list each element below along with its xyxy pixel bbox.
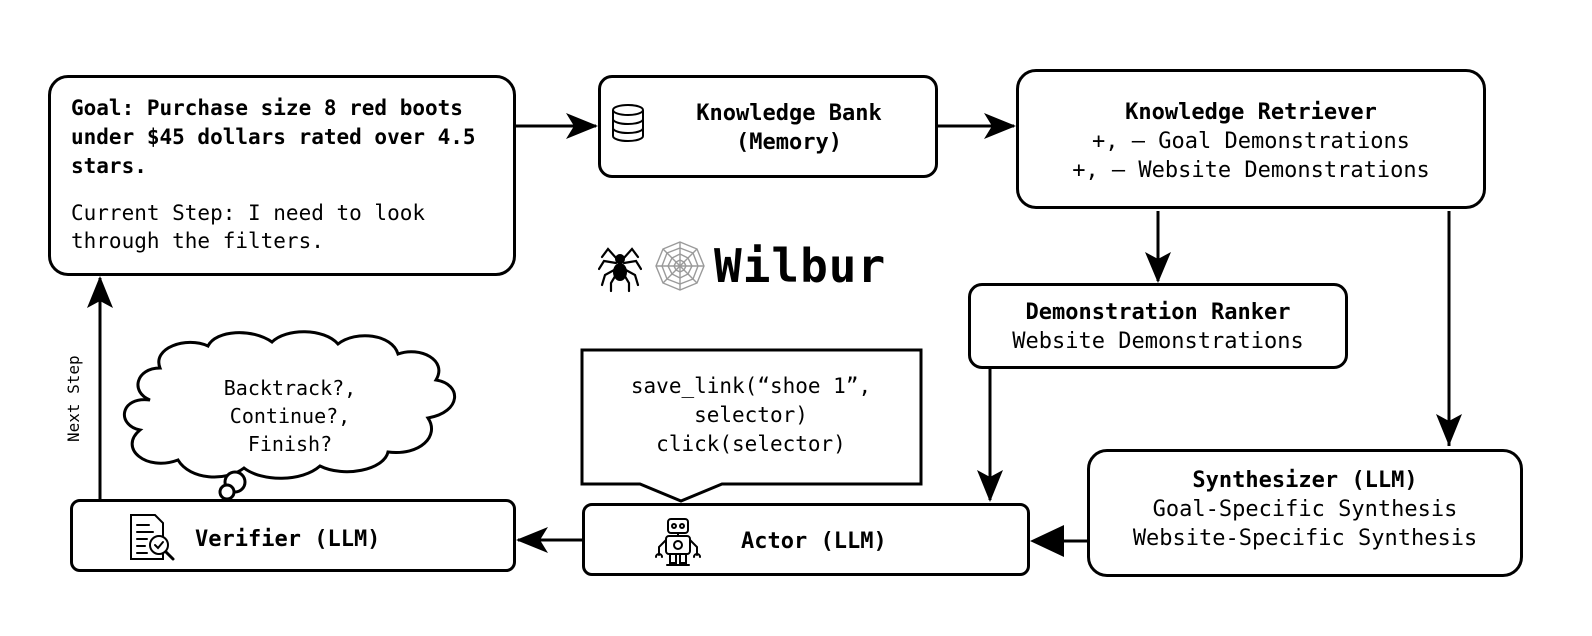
wilbur-brand: Wilbur	[598, 234, 886, 298]
knowledge-bank-box: Knowledge Bank (Memory)	[598, 75, 938, 178]
goal-demonstrations-text: +, – Goal Demonstrations	[1092, 129, 1410, 154]
synthesizer-title: Synthesizer (LLM)	[1192, 468, 1418, 493]
actor-label: Actor (LLM)	[741, 529, 887, 554]
website-specific-synthesis-text: Website-Specific Synthesis	[1132, 526, 1478, 551]
current-step-text: Current Step: I need to look through the…	[71, 201, 426, 253]
knowledge-bank-title: Knowledge Bank	[696, 101, 882, 126]
speech-line: selector)	[694, 403, 808, 427]
actor-speech-text: save_link(“shoe 1”, selector) click(sele…	[586, 372, 916, 459]
robot-icon	[655, 518, 701, 566]
actor-speech-bubble	[580, 348, 923, 503]
next-step-label: Next Step	[64, 355, 83, 442]
demonstration-ranker-subtitle: Website Demonstrations	[1012, 329, 1304, 354]
knowledge-retriever-box: Knowledge Retriever +, – Goal Demonstrat…	[1016, 69, 1486, 209]
speech-line: click(selector)	[656, 432, 846, 456]
synthesizer-box: Synthesizer (LLM) Goal-Specific Synthesi…	[1087, 449, 1523, 577]
demonstration-ranker-box: Demonstration Ranker Website Demonstrati…	[968, 283, 1348, 369]
goal-box: Goal: Purchase size 8 red boots under $4…	[48, 75, 516, 276]
speech-line: save_link(“shoe 1”,	[630, 374, 872, 398]
database-icon	[612, 104, 644, 143]
knowledge-bank-label: Knowledge Bank (Memory)	[659, 99, 919, 157]
verifier-thought-text: Backtrack?, Continue?, Finish?	[150, 374, 430, 458]
knowledge-bank-subtitle: (Memory)	[736, 130, 842, 155]
thought-line: Finish?	[247, 432, 333, 456]
verifier-box: Verifier (LLM)	[70, 499, 516, 572]
wilbur-title: Wilbur	[714, 239, 887, 293]
thought-line: Backtrack?,	[223, 376, 357, 400]
verifier-thought-cloud	[123, 330, 456, 480]
knowledge-retriever-title: Knowledge Retriever	[1125, 100, 1377, 125]
goal-text: Goal: Purchase size 8 red boots under $4…	[71, 96, 476, 178]
spider-icon	[598, 247, 642, 293]
spiderweb-icon	[655, 241, 705, 291]
thought-line: Continue?,	[229, 404, 351, 428]
verifier-label: Verifier (LLM)	[195, 527, 381, 552]
actor-box: Actor (LLM)	[582, 503, 1030, 576]
demonstration-ranker-title: Demonstration Ranker	[1025, 300, 1291, 325]
thought-bubble-small	[218, 483, 236, 501]
goal-specific-synthesis-text: Goal-Specific Synthesis	[1152, 497, 1458, 522]
checklist-icon	[130, 514, 175, 561]
website-demonstrations-text: +, – Website Demonstrations	[1072, 158, 1430, 183]
